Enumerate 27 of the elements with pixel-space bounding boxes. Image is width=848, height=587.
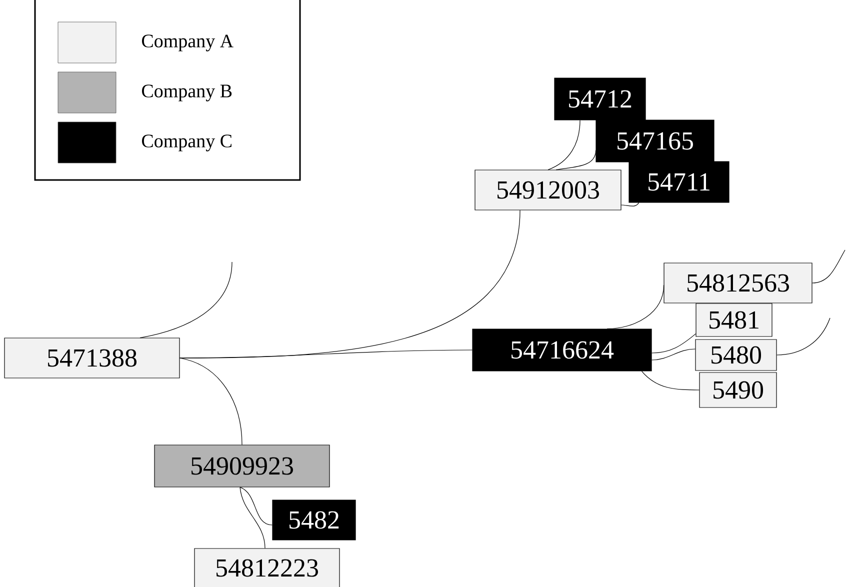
legend-label: Company C xyxy=(142,134,232,152)
legend-label: Company B xyxy=(142,84,232,102)
connector-line xyxy=(651,348,696,360)
connector-line xyxy=(641,370,700,390)
number-box: 54716624 xyxy=(472,328,652,372)
connector-line xyxy=(240,486,266,549)
number-box: 54812223 xyxy=(194,548,340,587)
number-box: 5480 xyxy=(695,339,777,371)
connector-line xyxy=(240,486,273,526)
number-box: 5482 xyxy=(272,500,356,540)
number-box: 5481 xyxy=(696,303,772,337)
number-box: 54712 xyxy=(554,78,646,120)
number-box: 54711 xyxy=(628,161,730,203)
number-box: 547165 xyxy=(596,120,714,162)
connector-line xyxy=(140,262,232,338)
connector-line xyxy=(620,202,640,206)
number-box: 5471388 xyxy=(4,338,180,378)
connector-line xyxy=(776,318,830,356)
connector-line xyxy=(651,333,696,354)
number-box: 54909923 xyxy=(154,444,330,488)
connector-line xyxy=(812,250,846,284)
connector-line xyxy=(179,358,242,446)
connector-line xyxy=(548,120,580,170)
number-box: 5490 xyxy=(699,372,777,408)
number-box: 54912003 xyxy=(474,170,622,210)
legend-label: Company A xyxy=(142,34,234,52)
connector-line xyxy=(179,350,473,358)
